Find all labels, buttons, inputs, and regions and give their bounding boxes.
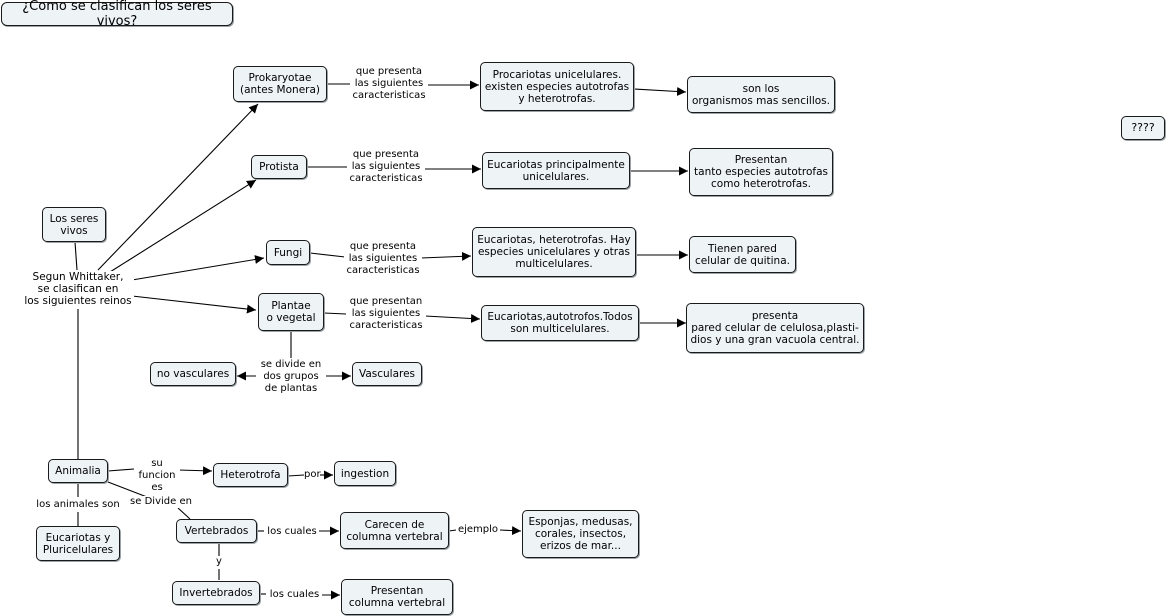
- link-label-su-funcion: su funcion es: [134, 458, 180, 493]
- concept-plantae[interactable]: Plantae o vegetal: [258, 293, 324, 331]
- concept-procariotas[interactable]: Procariotas unicelulares. existen especi…: [480, 62, 634, 111]
- link-label-que-presenta: que presenta las siguientes caracteristi…: [350, 66, 428, 103]
- connector: [287, 474, 305, 477]
- concept-vertebrados[interactable]: Vertebrados: [176, 519, 257, 543]
- concept-heterotrofa[interactable]: Heterotrofa: [213, 463, 288, 487]
- connector: [131, 295, 257, 314]
- concept-protista[interactable]: Protista: [251, 155, 307, 179]
- connector: [309, 252, 346, 258]
- connector: [499, 526, 522, 536]
- connector: [177, 507, 191, 520]
- connector: [424, 314, 481, 324]
- concept-eucariotas-autotrofos[interactable]: Eucariotas,autotrofos.Todos son multicel…: [481, 305, 639, 341]
- connector: [420, 251, 472, 261]
- connector: [107, 468, 135, 472]
- link-label-que-presentan: que presentan las siguientes caracterist…: [346, 296, 426, 333]
- link-label-ejemplo: ejemplo: [456, 524, 500, 536]
- concept-eucariotas-unicelulares[interactable]: Eucariotas principalmente unicelulares.: [482, 152, 630, 189]
- concept-seres-vivos[interactable]: Los seres vivos: [42, 207, 106, 242]
- concept-prokaryotae[interactable]: Prokaryotae (antes Monera): [233, 66, 327, 102]
- connector: [74, 241, 78, 271]
- connector: [107, 481, 148, 498]
- concept-sencillos[interactable]: son los organismos mas sencillos.: [687, 76, 835, 113]
- concept-eucariotas-pluricelulares[interactable]: Eucariotas y Pluricelulares: [36, 526, 120, 561]
- concept-presentan-columna[interactable]: Presentan columna vertebral: [341, 579, 453, 615]
- concept-no-vasculares[interactable]: no vasculares: [150, 362, 236, 386]
- connector: [448, 529, 457, 532]
- concept-invertebrados[interactable]: Invertebrados: [172, 581, 260, 605]
- connector: [97, 103, 259, 271]
- concept-vasculares[interactable]: Vasculares: [352, 362, 422, 386]
- concept-ingestion[interactable]: ingestion: [334, 461, 396, 486]
- link-label-los-cuales: los cuales: [265, 526, 319, 538]
- concept-quitina[interactable]: Tienen pared celular de quitina.: [689, 236, 796, 273]
- connector: [177, 466, 213, 476]
- link-label-los-animales-son: los animales son: [33, 499, 123, 511]
- concept-eucariotas-heterotrofas[interactable]: Eucariotas, heterotrofas. Hay especies u…: [472, 227, 636, 277]
- concept-whittaker[interactable]: Segun Whittaker, se clasifican en los si…: [22, 271, 134, 309]
- link-label-que-presenta: que presenta las siguientes caracteristi…: [344, 241, 422, 278]
- link-label-se-divide-en: se Divide en: [127, 496, 195, 508]
- link-label-y: y: [213, 556, 225, 569]
- connector: [323, 312, 347, 315]
- concept-carecen-columna[interactable]: Carecen de columna vertebral: [340, 512, 449, 549]
- concept-esponjas[interactable]: Esponjas, medusas, corales, insectos, er…: [522, 510, 639, 558]
- concept-presentan-tanto[interactable]: Presentan tanto especies autotrofas como…: [689, 148, 833, 196]
- link-label-se-divide-grupos: se divide en dos grupos de plantas: [256, 359, 326, 396]
- map-title[interactable]: ¿Como se clasifican los seres vivos?: [1, 0, 233, 29]
- connector: [131, 255, 265, 281]
- connector: [109, 179, 257, 273]
- connector: [633, 86, 687, 96]
- unknown-concept-node[interactable]: ????: [1121, 116, 1165, 140]
- concept-fungi[interactable]: Fungi: [266, 240, 310, 265]
- concept-celulosa[interactable]: presenta pared celular de celulosa,plast…: [686, 303, 864, 353]
- link-label-los-cuales: los cuales: [267, 589, 322, 601]
- concept-animalia[interactable]: Animalia: [48, 459, 108, 483]
- link-label-por: por: [304, 469, 321, 481]
- link-label-que-presenta: que presenta las siguientes caracteristi…: [347, 149, 425, 186]
